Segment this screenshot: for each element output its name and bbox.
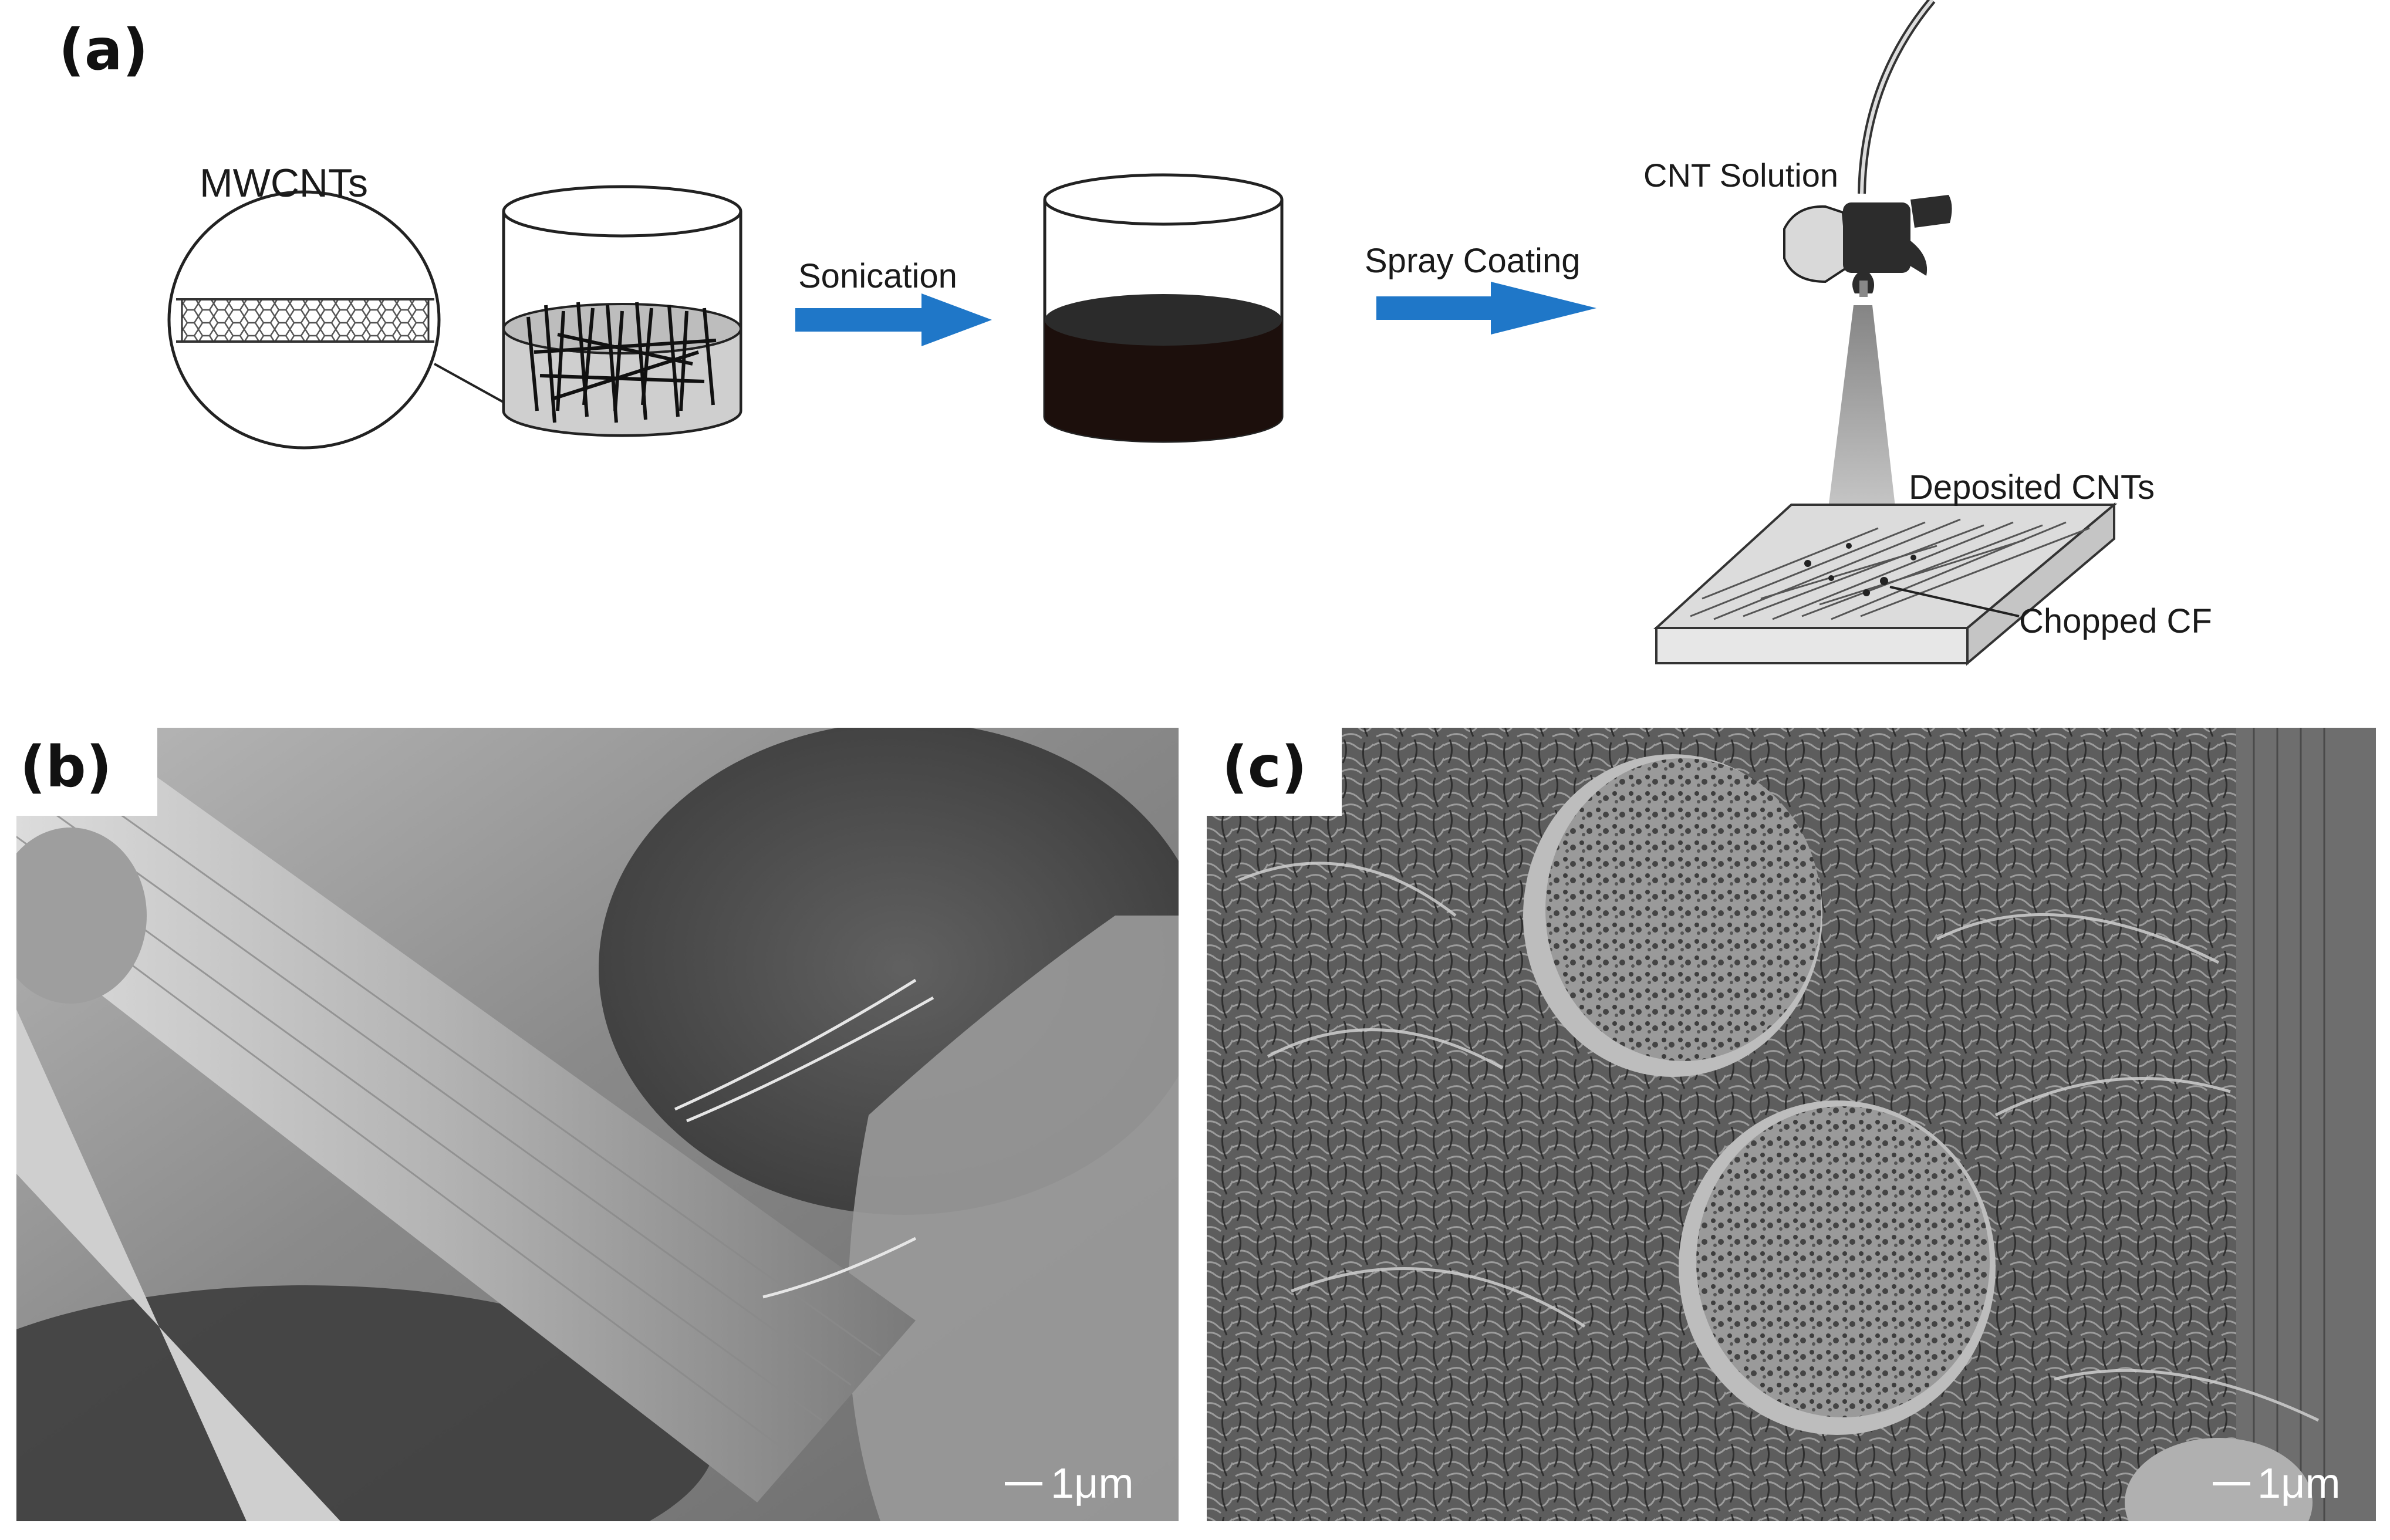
beaker-with-dispersion xyxy=(1043,173,1284,443)
magnify-leader-line xyxy=(434,363,511,407)
paint-cup-icon xyxy=(1783,205,1849,283)
panel-b: (b) 1μm xyxy=(16,728,1179,1521)
cnt-strands-c xyxy=(1238,862,2320,1422)
fiber-cross-section-1 xyxy=(1545,758,1821,1061)
scale-bar-c-label: 1μm xyxy=(2257,1460,2341,1507)
spray-cone xyxy=(1827,305,1897,522)
nanotube-icon xyxy=(181,298,430,343)
cnt-bridges xyxy=(674,978,934,1299)
scale-bar-b-label: 1μm xyxy=(1051,1460,1134,1507)
arrow-spray-coating xyxy=(1376,282,1596,335)
sem-image-b xyxy=(16,728,1179,1521)
chopped-cf-slab xyxy=(1653,502,2118,666)
arrow-sonication xyxy=(795,293,992,346)
deposited-dots xyxy=(1804,543,1916,596)
fiber-lines xyxy=(1690,518,2090,620)
mwcnt-magnified-view xyxy=(167,190,511,450)
label-cnt-solution: CNT Solution xyxy=(1643,157,1838,194)
cnt-clump-icon xyxy=(526,302,717,423)
panel-b-letter: (b) xyxy=(20,734,112,800)
fiber-cross-section-2 xyxy=(1696,1106,1990,1417)
panel-b-letter-box xyxy=(16,728,157,816)
panel-c-letter-box xyxy=(1207,728,1342,816)
carbon-fiber-main xyxy=(16,728,916,1502)
label-chopped-cf: Chopped CF xyxy=(2019,602,2212,640)
beaker-with-cnts xyxy=(502,185,742,437)
leader-chopped-cf xyxy=(1889,586,2020,617)
label-spray-coating: Spray Coating xyxy=(1365,242,1581,280)
label-mwcnts: MWCNTs xyxy=(200,161,368,205)
panel-c: (c) 1μm xyxy=(1207,728,2376,1521)
label-sonication: Sonication xyxy=(798,257,957,295)
spray-gun-icon xyxy=(1783,0,1952,297)
label-deposited-cnts: Deposited CNTs xyxy=(1909,468,2155,506)
panel-a: (a) MWCNTs Sonication xyxy=(59,0,2390,675)
sem-image-c xyxy=(1207,728,2376,1521)
panel-a-letter: (a) xyxy=(59,17,148,83)
panel-c-letter: (c) xyxy=(1222,734,1307,800)
